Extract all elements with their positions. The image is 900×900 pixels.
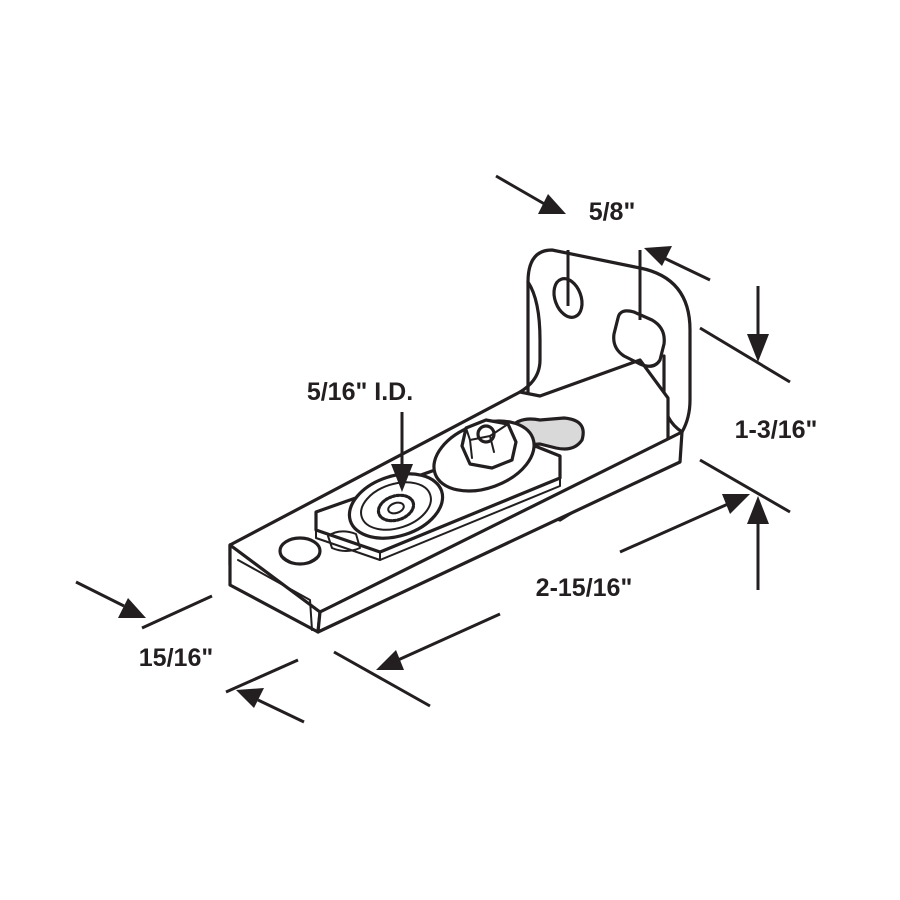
height-ext-top [699, 326, 791, 384]
slot-width-leader-left [495, 174, 549, 208]
height-ext-bottom [699, 458, 791, 514]
dimension-length: 2-15/16" [333, 494, 750, 708]
base-edge-detail [237, 559, 313, 631]
roller-carrier-side [379, 477, 561, 561]
base-mount-hole-depth [281, 555, 319, 565]
dimension-slot-width: 5/8" [495, 174, 711, 320]
width-leader-right [257, 698, 305, 724]
upright-slot-hole [612, 309, 666, 368]
bolt-head [476, 424, 496, 444]
roller-disc [347, 472, 445, 540]
bracket-part [228, 248, 692, 634]
width-ext-right [225, 658, 299, 694]
length-leader-left [397, 612, 501, 662]
dimension-width: 15/16" [75, 580, 305, 724]
height-label: 1-3/16" [735, 416, 818, 444]
roller-bearing [376, 493, 416, 523]
slot-width-label: 5/8" [589, 198, 636, 226]
base-front-slot [327, 530, 361, 552]
width-arrow-left [118, 598, 146, 618]
length-arrow-left [376, 650, 404, 670]
roller-bearing-bore [387, 501, 405, 515]
inner-diameter-arrow [391, 464, 413, 492]
length-arrow-right [722, 494, 750, 514]
inner-diameter-label: 5/16" I.D. [307, 378, 413, 406]
dimension-height: 1-3/16" [699, 286, 818, 590]
dimension-inner-diameter: 5/16" I.D. [307, 378, 413, 492]
width-leader-left [75, 580, 125, 608]
width-ext-left [141, 594, 213, 630]
upright-round-hole [552, 277, 584, 319]
hex-nut [460, 418, 518, 470]
height-arrow-top [747, 334, 769, 362]
length-label: 2-15/16" [536, 574, 633, 602]
slot-width-arrow-right [644, 246, 672, 266]
slot-width-leader-right [663, 256, 711, 282]
length-leader-right [619, 502, 729, 554]
bend-curve [518, 280, 542, 394]
height-arrow-bottom [747, 496, 769, 524]
length-ext-left [333, 650, 431, 708]
base-side-face [316, 430, 684, 634]
slot-width-arrow-left [538, 194, 566, 214]
width-label: 15/16" [139, 644, 213, 672]
width-arrow-right [236, 688, 264, 708]
roller-disc-inner [360, 481, 432, 531]
